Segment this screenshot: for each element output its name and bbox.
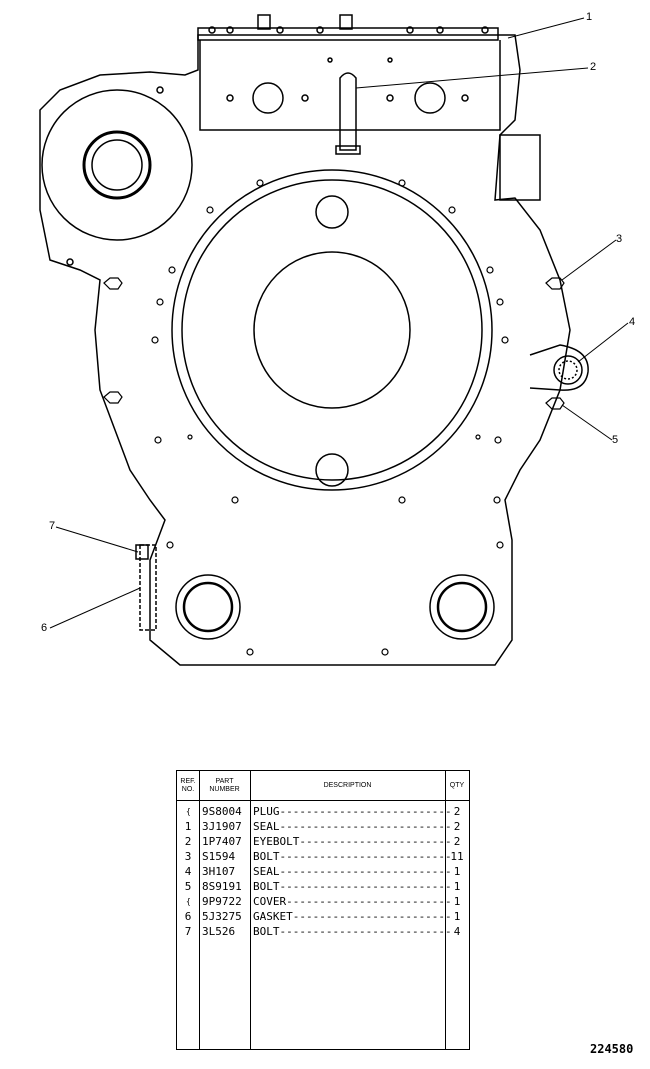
top-cover-plate	[197, 27, 499, 41]
lower-right-bore	[429, 574, 495, 640]
seal-ring	[553, 355, 583, 385]
lower-left-bore	[175, 574, 241, 640]
drawing-number: 224580	[590, 1042, 634, 1056]
side-bracket	[529, 344, 589, 391]
callout-5: 5	[612, 434, 619, 446]
housing-outline	[39, 34, 571, 666]
callout-3: 3	[616, 233, 623, 245]
right-bracket	[499, 134, 541, 201]
crankshaft-opening	[253, 251, 411, 409]
hex-bolts	[103, 277, 565, 410]
callout-1: 1	[586, 11, 593, 23]
callout-2: 2	[590, 61, 597, 73]
top-right-opening	[414, 82, 446, 114]
callout-7: 7	[49, 520, 56, 532]
flywheel-bore	[181, 179, 483, 481]
bolt-circle	[151, 179, 509, 656]
flywheel-housing-drawing	[39, 14, 629, 666]
left-round-cover	[41, 89, 193, 241]
header-qty: QTY	[445, 771, 469, 801]
callout-6: 6	[41, 622, 48, 634]
flywheel-bore-outer	[171, 169, 493, 491]
top-left-opening	[252, 82, 284, 114]
eyebolt	[339, 72, 357, 151]
header-ref: REF.NO.	[177, 771, 199, 801]
top-section	[199, 40, 501, 131]
callout-4: 4	[629, 316, 636, 328]
header-description: DESCRIPTION	[250, 771, 445, 801]
leader-lines	[49, 17, 629, 629]
